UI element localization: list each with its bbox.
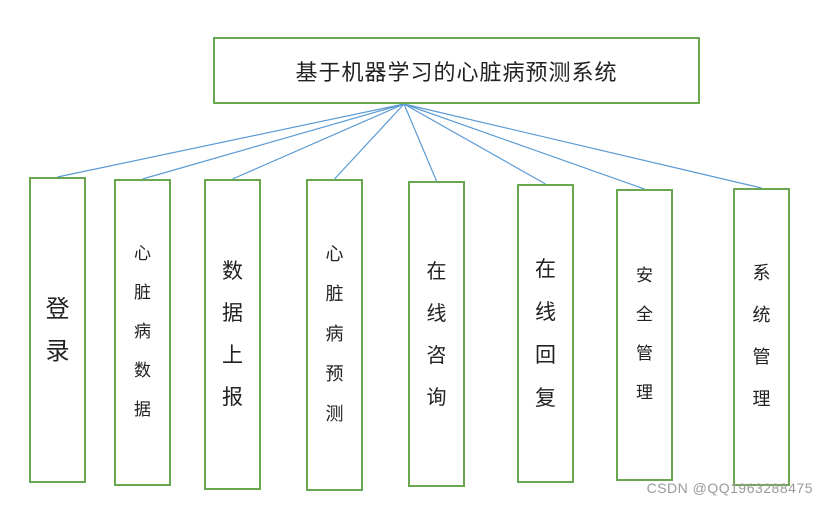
module-label: 心脏病数据 (134, 246, 151, 419)
module-label: 登录 (46, 297, 70, 363)
module-label: 在线回复 (535, 256, 556, 410)
module-label-char: 据 (134, 400, 151, 420)
connector-line (57, 103, 405, 178)
module-label-char: 病 (134, 322, 151, 342)
module-label: 数据上报 (222, 261, 243, 408)
connector-line (403, 103, 546, 185)
module-label-char: 管 (752, 347, 771, 368)
module-label-char: 数 (222, 259, 243, 283)
module-box-login: 登录 (29, 177, 86, 483)
module-label-char: 全 (636, 305, 653, 325)
module-label-char: 安 (636, 266, 653, 286)
module-label-char: 录 (45, 337, 70, 365)
module-label-char: 报 (222, 385, 243, 409)
module-label-char: 脏 (325, 284, 344, 305)
module-label-char: 心 (134, 244, 151, 264)
module-box-data-report: 数据上报 (204, 179, 261, 490)
watermark-text: CSDN @QQ1963288475 (646, 480, 813, 496)
module-label: 安全管理 (636, 268, 653, 402)
connector-line (142, 103, 405, 180)
module-label: 心脏病预测 (326, 246, 344, 424)
module-box-security-mgmt: 安全管理 (616, 189, 673, 481)
module-label-char: 咨 (426, 343, 447, 367)
module-box-online-consult: 在线咨询 (408, 181, 465, 487)
module-box-online-reply: 在线回复 (517, 184, 574, 483)
module-label-char: 询 (426, 385, 447, 409)
module-label-char: 线 (426, 301, 447, 325)
module-box-system-mgmt: 系统管理 (733, 188, 790, 486)
module-label-char: 在 (535, 256, 556, 281)
module-box-heart-prediction: 心脏病预测 (306, 179, 363, 491)
module-label-char: 预 (325, 364, 344, 385)
connector-line (403, 103, 645, 190)
module-label-char: 复 (535, 385, 556, 410)
module-label-char: 心 (325, 244, 344, 265)
module-label-char: 理 (752, 389, 771, 410)
root-system-box: 基于机器学习的心脏病预测系统 (213, 37, 700, 104)
connector-line (334, 103, 405, 180)
module-label-char: 据 (222, 301, 243, 325)
module-label-char: 在 (426, 259, 447, 283)
connector-line (403, 103, 438, 182)
module-label-char: 回 (535, 342, 556, 367)
module-label-char: 脏 (134, 283, 151, 303)
root-system-title: 基于机器学习的心脏病预测系统 (295, 60, 618, 86)
module-box-heart-data: 心脏病数据 (114, 179, 171, 486)
module-label-char: 数 (134, 361, 151, 381)
module-label-char: 线 (535, 299, 556, 324)
module-label-char: 病 (325, 324, 344, 345)
module-label-char: 登 (45, 295, 70, 323)
module-label-char: 统 (752, 305, 771, 326)
module-label-char: 管 (636, 344, 653, 364)
module-label-char: 系 (752, 263, 771, 284)
connector-line (403, 103, 762, 189)
module-label-char: 测 (325, 404, 344, 425)
module-label-char: 理 (636, 383, 653, 403)
connector-line (232, 103, 405, 180)
module-label-char: 上 (222, 343, 243, 367)
module-label: 在线咨询 (427, 261, 447, 407)
module-label: 系统管理 (753, 265, 771, 409)
